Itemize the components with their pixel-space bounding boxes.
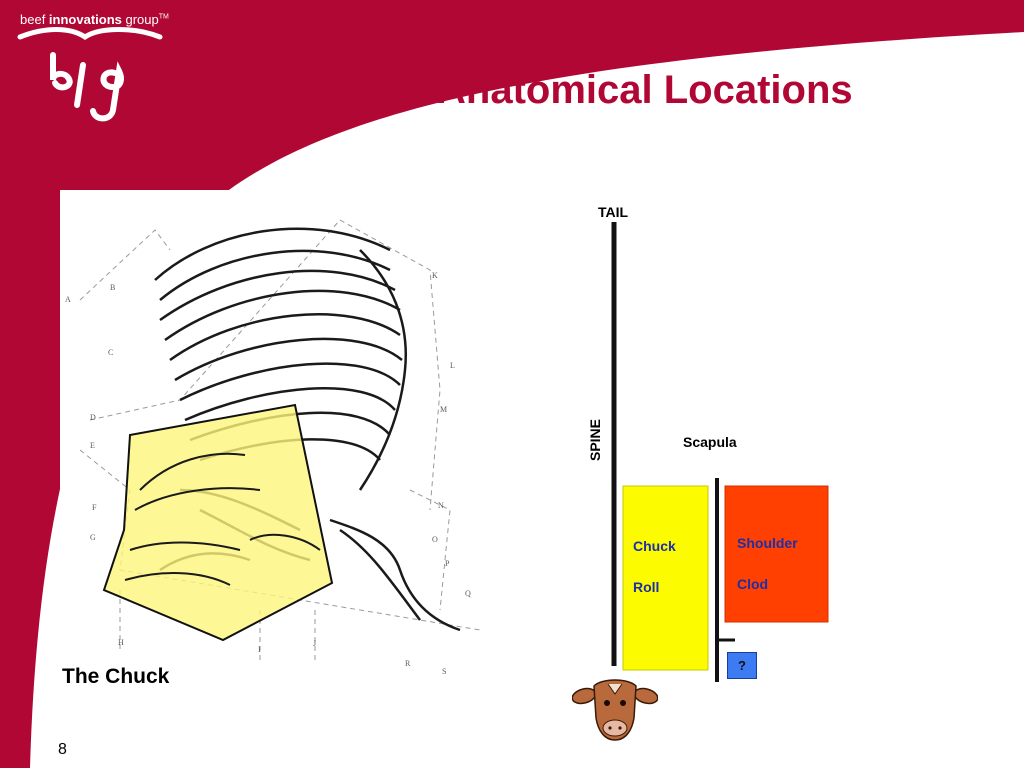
diagram-letter: C xyxy=(108,348,113,357)
diagram-letter: B xyxy=(110,283,115,292)
brand-prefix: beef xyxy=(20,12,49,27)
roll-label: Roll xyxy=(633,579,660,595)
diagram-letter: O xyxy=(432,535,438,544)
shoulder-label: Shoulder xyxy=(737,535,798,551)
diagram-letter: J xyxy=(313,639,316,648)
diagram-letter: L xyxy=(450,361,455,370)
cow-head-icon xyxy=(572,679,658,741)
chuck-region xyxy=(102,403,334,642)
diagram-letter: R xyxy=(405,659,411,668)
diagram-letter: H xyxy=(118,638,124,647)
diagram-letter: K xyxy=(432,271,438,280)
diagram-letter: Q xyxy=(465,589,471,598)
diagram-letter: D xyxy=(90,413,96,422)
brand-trademark: TM xyxy=(158,13,169,21)
clod-label: Clod xyxy=(737,576,769,592)
diagram-letter: G xyxy=(90,533,96,542)
chuck-label: Chuck xyxy=(633,538,676,554)
big-face-logo-icon xyxy=(17,27,163,122)
diagram-letter: S xyxy=(442,667,446,676)
diagram-letter: N xyxy=(438,501,444,510)
brand-suffix: group xyxy=(121,12,159,27)
page-number: 8 xyxy=(58,741,67,758)
diagram-letter: A xyxy=(65,295,71,304)
slide-title: Anatomical Locations xyxy=(437,68,853,112)
brand-bold: innovations xyxy=(48,12,122,27)
spine-label: SPINE xyxy=(587,418,604,462)
diagram-letter: E xyxy=(90,441,95,450)
chuck-roll-block xyxy=(622,485,709,671)
diagram-letter: F xyxy=(92,503,97,512)
shoulder-clod-block xyxy=(724,485,829,623)
scapula-label: Scapula xyxy=(683,434,737,450)
tail-label: TAIL xyxy=(598,204,629,220)
diagram-letter: M xyxy=(440,405,447,414)
unknown-cut-box: ? xyxy=(727,652,757,679)
diagram-letter: I xyxy=(258,645,261,654)
figure-caption: The Chuck xyxy=(62,665,170,688)
diagram-letter: P xyxy=(445,559,450,568)
brand-wordmark: beef innovations groupTM xyxy=(20,12,169,27)
skeleton-diagram-icon: A B C D E F G H I J K L M N O P Q R S xyxy=(60,190,510,680)
